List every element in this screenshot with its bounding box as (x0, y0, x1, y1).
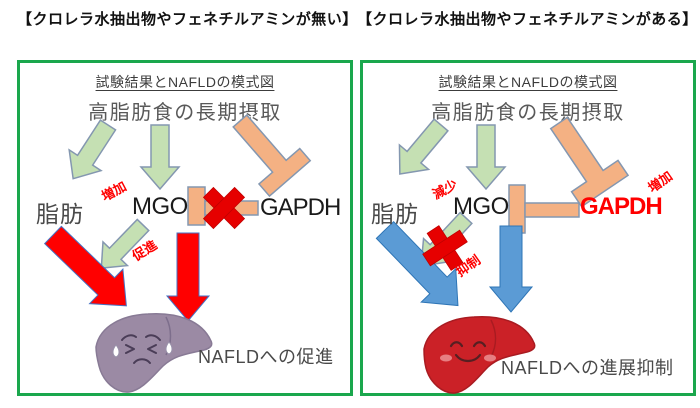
panel-with-extract: 試験結果とNAFLDの模式図 高脂肪食の長期摂取 (360, 60, 696, 396)
arrow-diet-to-mgo-icon (139, 124, 181, 191)
panel-right-header: 【クロレラ水抽出物やフェネチルアミンがある】 (357, 11, 698, 28)
panel-title: 試験結果とNAFLDの模式図 (95, 74, 275, 90)
high-fat-diet-label: 高脂肪食の長期摂取 (88, 102, 282, 124)
fat-label: 脂肪 (36, 201, 84, 227)
panel-title: 試験結果とNAFLDの模式図 (438, 74, 618, 90)
panel-left-header: 【クロレラ水抽出物やフェネチルアミンが無い】 (17, 11, 358, 28)
arrow-mgo-to-liver-icon (488, 225, 534, 313)
arrow-mgo-promotes-icon (100, 218, 150, 269)
mgo-label: MGO (453, 193, 509, 220)
arrow-layer (43, 114, 312, 322)
gapdh-label: GAPDH (260, 194, 341, 221)
sad-liver-illustration (95, 312, 213, 393)
high-fat-diet-label: 高脂肪食の長期摂取 (431, 102, 625, 124)
arrow-fat-to-liver-icon (43, 225, 127, 307)
gapdh-label: GAPDH (580, 193, 663, 220)
mgo-label: MGO (132, 193, 188, 220)
arrow-diet-to-fat-icon (398, 118, 449, 175)
tbar-diet-inhibits-gapdh-icon (549, 116, 630, 208)
happy-liver-illustration (423, 315, 536, 394)
result-label: NAFLDへの促進 (198, 347, 334, 367)
tbar-diet-inhibits-gapdh-icon (232, 114, 312, 198)
fat-label: 脂肪 (371, 201, 419, 227)
blocked-cross-icon (202, 186, 246, 230)
arrow-layer (375, 116, 630, 313)
arrow-diet-to-mgo-icon (465, 124, 507, 191)
result-label: NAFLDへの進展抑制 (501, 358, 674, 378)
arrow-mgo-to-liver-icon (165, 232, 211, 322)
arrow-fat-to-liver-icon (375, 220, 459, 307)
arrow-diet-to-fat-icon (68, 119, 117, 180)
blocked-cross-icon (422, 225, 468, 271)
panel-without-extract: 試験結果とNAFLDの模式図 高脂肪食の長期摂取 (17, 60, 353, 396)
